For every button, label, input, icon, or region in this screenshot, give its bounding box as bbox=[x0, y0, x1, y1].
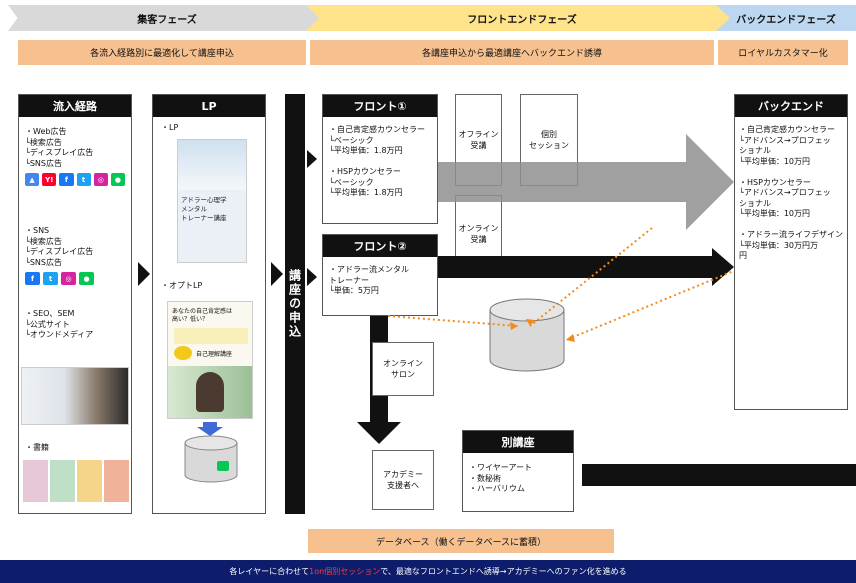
phase-title: バックエンドフェーズ bbox=[736, 14, 836, 26]
footer-pre: 各レイヤーに合わせて bbox=[229, 567, 310, 576]
arrow-down-icon bbox=[197, 427, 223, 436]
front2-body: ・アドラー流メンタル トレーナー └単価：5万円 bbox=[329, 265, 409, 295]
arrow-down-icon bbox=[203, 422, 217, 427]
twitter-icon: t bbox=[76, 173, 91, 186]
apply-bar: 講座の申込 bbox=[285, 94, 305, 514]
betsu-body: ・ワイヤーアート ・数秘術 ・ハーバリウム bbox=[469, 463, 532, 493]
black-arrow bbox=[582, 464, 856, 486]
arrow-down-icon bbox=[357, 422, 401, 444]
facebook-icon: f bbox=[59, 173, 74, 186]
gray-arrow-icon bbox=[438, 134, 734, 230]
website-thumbnail bbox=[21, 367, 129, 425]
yahoo-icon: Y! bbox=[42, 173, 57, 186]
arrow-right-icon bbox=[712, 248, 734, 286]
facebook-icon: f bbox=[25, 272, 40, 285]
book-covers bbox=[23, 460, 129, 502]
line-database-icon bbox=[184, 435, 238, 483]
phase-desc: 各講座申込から最適講座へバックエンド誘導 bbox=[310, 40, 714, 65]
backend-title: バックエンド bbox=[735, 95, 847, 117]
apply-label: 講座の申込 bbox=[287, 269, 302, 339]
black-arrow bbox=[438, 256, 714, 278]
front2-box: フロント② ・アドラー流メンタル トレーナー └単価：5万円 bbox=[322, 234, 438, 316]
phase-frontend: フロントエンドフェーズ bbox=[306, 5, 738, 31]
line-icon: ● bbox=[79, 272, 94, 285]
footer-post: で、最適なフロントエンドへ誘導→アカデミーへのファン化を進める bbox=[380, 567, 627, 576]
front1-title: フロント① bbox=[323, 95, 437, 117]
salon-box: オンライン サロン bbox=[372, 342, 434, 396]
book-cover bbox=[23, 460, 48, 502]
optin-thumbnail: あなたの自己肯定感は 高い？低い？ 自己理解講座 bbox=[167, 301, 253, 419]
inflow-sns: ・SNS └検索広告 └ディスプレイ広告 └SNS広告 bbox=[25, 226, 94, 267]
google-ads-icon: ▲ bbox=[25, 173, 40, 186]
book-cover bbox=[77, 460, 102, 502]
inflow-web: ・Web広告 └検索広告 └ディスプレイ広告 └SNS広告 bbox=[25, 127, 94, 168]
twitter-icon: t bbox=[43, 272, 58, 285]
front2-title: フロント② bbox=[323, 235, 437, 257]
database-label: データベース（働くデータベースに蓄積） bbox=[308, 529, 614, 553]
phase-collect: 集客フェーズ bbox=[8, 5, 326, 31]
academy-box: アカデミー 支援者へ bbox=[372, 450, 434, 510]
ad-icons: ▲ Y! f t ◎ ● bbox=[25, 173, 126, 186]
footer-highlight: 1on個別セッション bbox=[309, 567, 381, 576]
line-icon: ● bbox=[110, 173, 126, 186]
lp-thumbnail: アドラー心理学 メンタル トレーナー講座 bbox=[177, 139, 247, 263]
lp-hero-text: アドラー心理学 メンタル トレーナー講座 bbox=[181, 196, 227, 222]
phase-backend: バックエンドフェーズ bbox=[716, 5, 856, 31]
front1-box: フロント① ・自己肯定感カウンセラー └ベーシック └平均単価：1.8万円 ・H… bbox=[322, 94, 438, 224]
backend-body: ・自己肯定感カウンセラー └アドバンス→プロフェッ ショナル └平均単価：10万… bbox=[739, 125, 843, 260]
sns-icons: f t ◎ ● bbox=[25, 272, 125, 285]
inflow-books: ・書籍 bbox=[25, 443, 49, 452]
book-cover bbox=[50, 460, 75, 502]
front1-body: ・自己肯定感カウンセラー └ベーシック └平均単価：1.8万円 ・HSPカウンセ… bbox=[329, 125, 425, 197]
optin-text: あなたの自己肯定感は 高い？低い？ bbox=[172, 308, 233, 323]
inflow-box: 流入経路 ・Web広告 └検索広告 └ディスプレイ広告 └SNS広告 ▲ Y! … bbox=[18, 94, 132, 514]
arrow-right-icon bbox=[307, 268, 317, 286]
arrow-right-icon bbox=[307, 150, 317, 168]
lp-title: LP bbox=[153, 95, 265, 117]
arrow-right-icon bbox=[138, 262, 150, 286]
betsu-title: 別講座 bbox=[463, 431, 573, 453]
lp-label: ・LP bbox=[161, 123, 179, 132]
arrow-right-icon bbox=[271, 262, 283, 286]
lp-box: LP ・LP アドラー心理学 メンタル トレーナー講座 ・オプトLP あなたの自… bbox=[152, 94, 266, 514]
instagram-icon: ◎ bbox=[61, 272, 76, 285]
inflow-title: 流入経路 bbox=[19, 95, 131, 117]
inflow-seo: ・SEO、SEM └公式サイト └オウンドメディア bbox=[25, 309, 94, 339]
phase-title: フロントエンドフェーズ bbox=[467, 14, 577, 26]
phase-desc: ロイヤルカスタマー化 bbox=[718, 40, 848, 65]
betsu-box: 別講座 ・ワイヤーアート ・数秘術 ・ハーバリウム bbox=[462, 430, 574, 512]
book-cover bbox=[104, 460, 129, 502]
optin-banner: 自己理解講座 bbox=[196, 351, 233, 358]
optin-label: ・オプトLP bbox=[161, 281, 203, 290]
phase-title: 集客フェーズ bbox=[137, 14, 197, 26]
instagram-icon: ◎ bbox=[93, 173, 108, 186]
phase-desc: 各流入経路別に最適化して講座申込 bbox=[18, 40, 306, 65]
backend-box: バックエンド ・自己肯定感カウンセラー └アドバンス→プロフェッ ショナル └平… bbox=[734, 94, 848, 410]
